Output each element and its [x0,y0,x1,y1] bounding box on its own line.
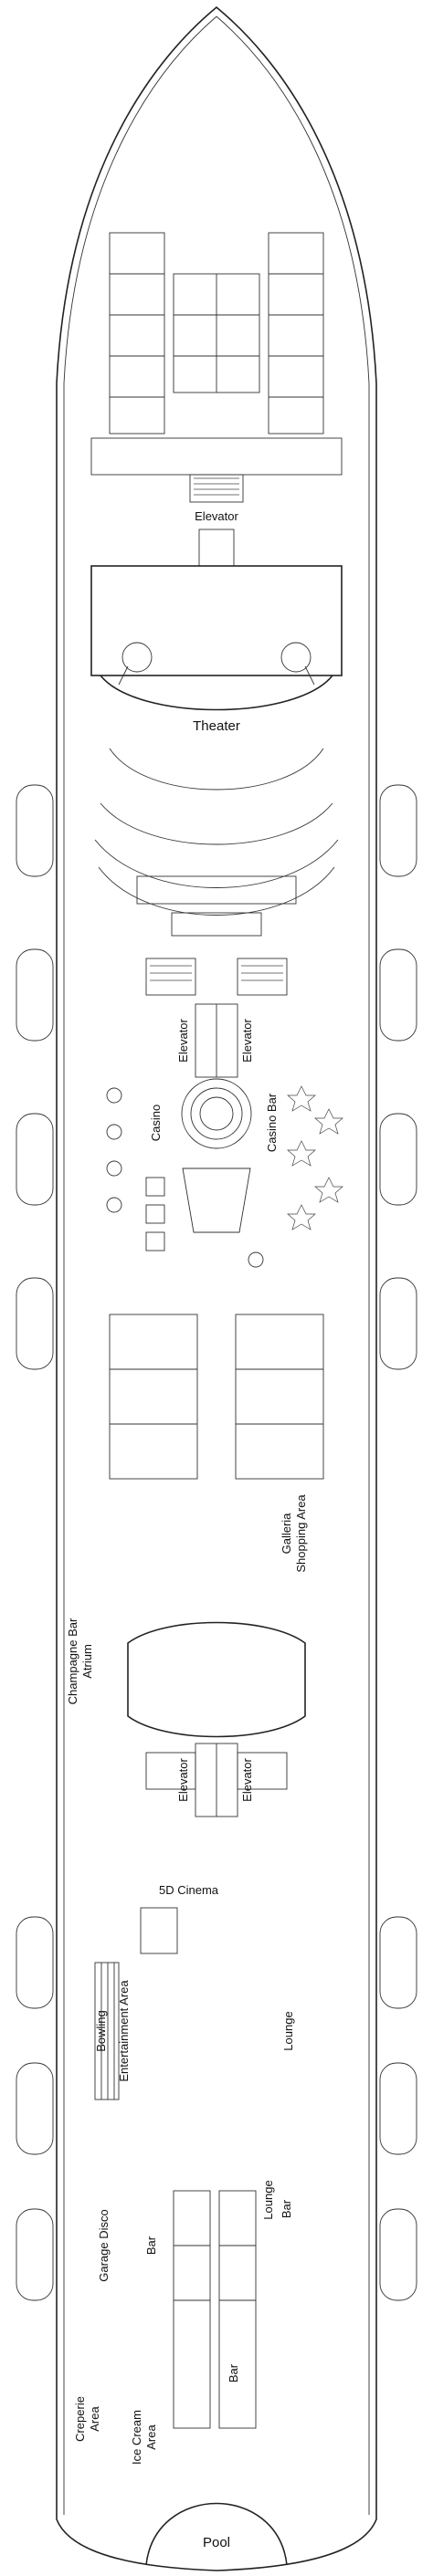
aft-venues: Lounge Bar Garage Disco Bar Bar Creperie… [73,2180,293,2465]
garage-disco-label: Garage Disco [97,2209,111,2281]
elevator-aft-2-label: Elevator [240,1757,254,1801]
galleria-label: Galleria [280,1513,293,1555]
elevator-forward: Elevator [189,474,244,567]
casino-bar-label: Casino Bar [265,1093,279,1152]
bar-3-label: Bar [227,2363,240,2382]
pool: Pool [145,2502,288,2566]
theater-label: Theater [193,718,240,734]
hull-outline [56,5,377,2571]
casino-label: Casino [149,1105,163,1141]
theater: Theater [90,565,343,916]
ice-cream-area-label: Area [144,2424,158,2450]
atrium: Champagne Bar Atrium [66,1618,306,1738]
forward-cabins [90,232,343,476]
elevators-aft: Elevator Elevator [145,1743,288,1817]
cinema-5d-label: 5D Cinema [159,1883,219,1897]
casino: Casino Casino Bar [106,1078,343,1268]
ice-cream-label: Ice Cream [130,2410,143,2465]
entertainment-area-label: Entertainment Area [117,1980,131,2082]
bar-1-label: Bar [280,2199,293,2218]
champagne-bar-label: Champagne Bar [66,1618,79,1704]
bowling-label: Bowling [94,2010,108,2052]
lifeboats [16,784,417,2301]
entertainment: 5D Cinema Bowling Entertainment Area Lou… [94,1883,295,2100]
pool-label: Pool [203,2535,230,2550]
elevator-mid-2-label: Elevator [240,1018,254,1062]
creperie-label: Creperie [73,2396,87,2442]
atrium-label: Atrium [80,1644,94,1679]
lounge-2-label: Lounge [261,2180,275,2219]
galleria-shopping: Galleria Shopping Area [109,1314,324,1573]
elevators-midship: Elevator Elevator [145,912,288,1078]
bar-2-label: Bar [144,2236,158,2255]
shopping-area-label: Shopping Area [294,1494,308,1573]
elevator-aft-1-label: Elevator [176,1757,190,1801]
elevator-forward-label: Elevator [195,509,238,523]
elevator-mid-1-label: Elevator [176,1018,190,1062]
lounge-1-label: Lounge [281,2011,295,2050]
creperie-area-label: Area [88,2406,101,2432]
